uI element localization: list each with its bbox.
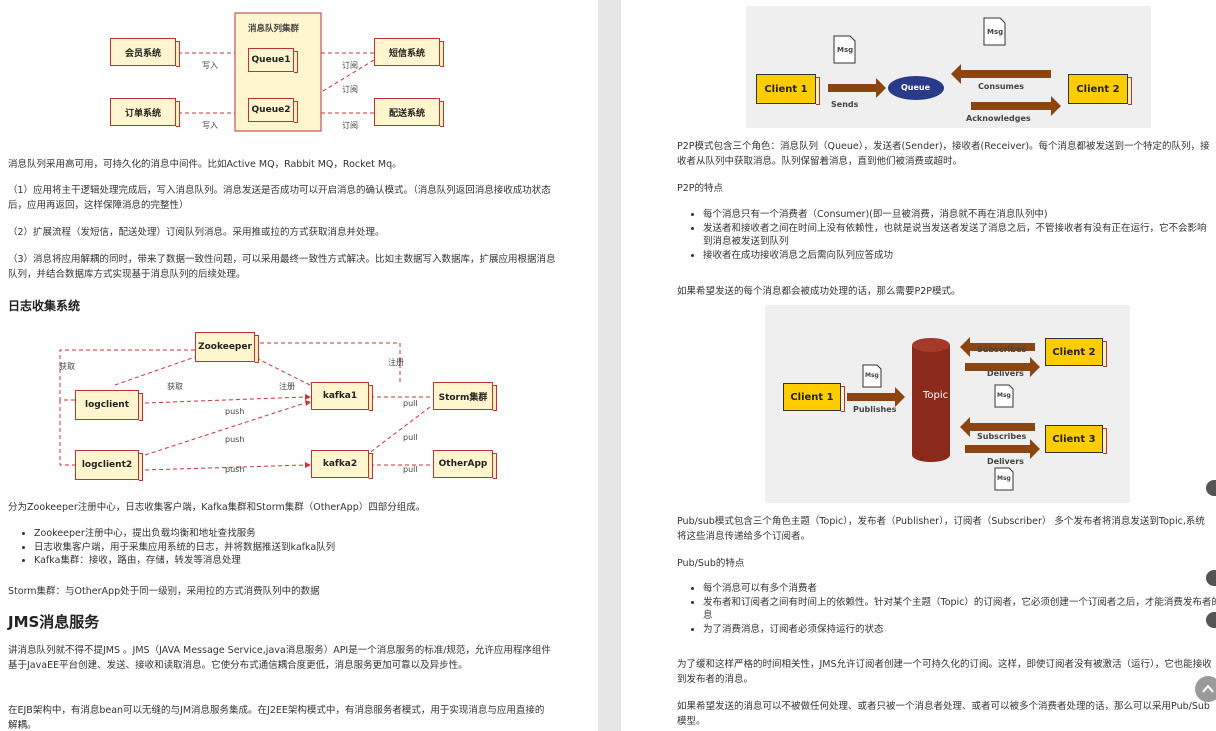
zookeeper-box: Zookeeper <box>195 332 259 363</box>
paragraph: Pub/Sub的特点 <box>677 558 745 569</box>
paragraph: 如果希望发送的每个消息都会被成功处理的话，那么需要P2P模式。 <box>677 286 961 297</box>
logclient-box: logclient <box>75 390 143 421</box>
subscribes-label: Subscribes <box>977 432 1027 441</box>
side-tab[interactable] <box>1206 480 1216 496</box>
list-item: 为了消费消息，订阅者必须保持运行的状态 <box>703 623 1216 637</box>
pull-label: pull <box>403 433 418 442</box>
client1-box: Client 1 <box>783 383 845 412</box>
fetch-label: 获取 <box>59 362 75 371</box>
list-item: 每个消息只有一个消费者（Consumer)(即一旦被消费，消息就不再在消息队列中… <box>703 208 1213 222</box>
component-list: Zookeeper注册中心，提出负载均衡和地址查找服务 日志收集客户端，用于采集… <box>10 527 574 568</box>
p2p-features-list: 每个消息只有一个消费者（Consumer)(即一旦被消费，消息就不再在消息队列中… <box>679 208 1213 262</box>
client2-box: Client 2 <box>1068 74 1132 105</box>
write-label: 写入 <box>202 121 218 130</box>
paragraph: 在EJB架构中，有消息bean可以无缝的与JM消息服务集成。在J2EE架构模式中… <box>8 705 545 731</box>
log-collection-diagram: Zookeeper logclient logclient2 kafka1 ka… <box>55 325 505 490</box>
acknowledges-label: Acknowledges <box>966 114 1031 123</box>
back-to-top-button[interactable] <box>1195 676 1216 702</box>
paragraph: （1）应用将主干逻辑处理完成后，写入消息队列。消息发送是否成功可以开启消息的确认… <box>8 185 551 211</box>
delivers-label: Delivers <box>987 457 1024 466</box>
subscribes-label: Subscribes <box>977 345 1027 354</box>
client2-box: Client 2 <box>1045 338 1107 367</box>
otherapp-box: OtherApp <box>433 450 497 479</box>
sms-system-box: 短信系统 <box>374 38 444 67</box>
queue1-box: Queue1 <box>248 48 298 73</box>
fetch-label: 获取 <box>167 382 183 391</box>
side-tab[interactable] <box>1206 612 1216 628</box>
paragraph: 分为Zookeeper注册中心，日志收集客户端，Kafka集群和Storm集群（… <box>8 502 426 513</box>
pubsub-diagram: Client 1 Client 2 Client 3 Topic Msg Msg… <box>765 305 1130 503</box>
storm-cluster-box: Storm集群 <box>433 382 497 411</box>
section-heading: 日志收集系统 <box>8 299 81 313</box>
paragraph: 讲消息队列就不得不提JMS 。JMS（JAVA Message Service,… <box>8 645 551 671</box>
list-item: 发送者和接收者之间在时间上没有依赖性，也就是说当发送者发送了消息之后，不管接收者… <box>703 222 1213 249</box>
section-heading: JMS消息服务 <box>8 613 100 631</box>
right-page: Client 1 Client 2 Queue Msg Msg Sends Co… <box>621 0 1216 731</box>
queue2-box: Queue2 <box>248 98 298 123</box>
left-page: 消息队列集群 会员系统 订单系统 Queue1 Queue2 短信系统 配送系统… <box>0 0 598 731</box>
logclient2-box: logclient2 <box>75 450 143 481</box>
list-item: 接收者在成功接收消息之后需向队列应答成功 <box>703 249 1213 263</box>
sends-label: Sends <box>831 100 859 109</box>
subscribe-label: 订阅 <box>342 121 358 130</box>
push-label: push <box>225 465 245 474</box>
paragraph: Pub/sub模式包含三个角色主题（Topic），发布者（Publisher），… <box>677 516 1205 542</box>
push-label: push <box>225 407 245 416</box>
order-system-box: 订单系统 <box>110 98 180 127</box>
kafka2-box: kafka2 <box>311 450 373 479</box>
paragraph: P2P模式包含三个角色：消息队列（Queue），发送者(Sender)，接收者(… <box>677 141 1210 167</box>
topic-label: Topic <box>923 390 949 401</box>
push-label: push <box>225 435 245 444</box>
delivers-label: Delivers <box>987 369 1024 378</box>
list-item: Kafka集群：接收，路由，存储，转发等消息处理 <box>34 554 574 568</box>
cluster-title: 消息队列集群 <box>248 24 300 34</box>
write-label: 写入 <box>202 61 218 70</box>
pull-label: pull <box>403 465 418 474</box>
kafka1-box: kafka1 <box>311 382 373 411</box>
paragraph: 消息队列采用高可用，可持久化的消息中间件。比如Active MQ，Rabbit … <box>8 159 402 170</box>
register-label: 注册 <box>388 358 404 367</box>
register-label: 注册 <box>279 382 295 391</box>
paragraph: （3）消息将应用解耦的同时，带来了数据一致性问题，可以采用最终一致性方式解决。比… <box>8 254 556 280</box>
subscribe-label: 订阅 <box>342 61 358 70</box>
client1-box: Client 1 <box>756 74 820 105</box>
member-system-box: 会员系统 <box>110 38 180 67</box>
msg-label: Msg <box>997 475 1011 482</box>
paragraph: （2）扩展流程（发短信，配送处理）订阅队列消息。采用推或拉的方式获取消息并处理。 <box>8 227 385 238</box>
subscribe-label: 订阅 <box>342 85 358 94</box>
paragraph: 为了缓和这样严格的时间相关性，JMS允许订阅者创建一个可持久化的订阅。这样，即使… <box>677 659 1212 685</box>
message-queue-diagram: 消息队列集群 会员系统 订单系统 Queue1 Queue2 短信系统 配送系统… <box>110 10 490 135</box>
side-tab[interactable] <box>1206 570 1216 586</box>
chevron-up-icon <box>1202 684 1214 693</box>
pull-label: pull <box>403 399 418 408</box>
msg-label: Msg <box>837 46 854 54</box>
delivery-system-box: 配送系统 <box>374 98 444 127</box>
client3-box: Client 3 <box>1045 425 1107 454</box>
list-item: 发布者和订阅者之间有时间上的依赖性。针对某个主题（Topic）的订阅者，它必须创… <box>703 596 1216 623</box>
msg-label: Msg <box>987 28 1004 36</box>
consumes-label: Consumes <box>978 82 1025 91</box>
p2p-diagram: Client 1 Client 2 Queue Msg Msg Sends Co… <box>746 6 1151 128</box>
publishes-label: Publishes <box>853 405 897 414</box>
list-item: 日志收集客户端，用于采集应用系统的日志，并将数据推送到kafka队列 <box>34 541 574 555</box>
paragraph: Storm集群：与OtherApp处于同一级别，采用拉的方式消费队列中的数据 <box>8 586 320 597</box>
paragraph: 如果希望发送的消息可以不被做任何处理、或者只被一个消息者处理、或者可以被多个消费… <box>677 701 1210 727</box>
list-item: Zookeeper注册中心，提出负载均衡和地址查找服务 <box>34 527 574 541</box>
list-item: 每个消息可以有多个消费者 <box>703 582 1216 596</box>
queue-label: Queue <box>901 83 931 92</box>
paragraph: P2P的特点 <box>677 183 724 194</box>
msg-label: Msg <box>997 392 1011 399</box>
pubsub-features-list: 每个消息可以有多个消费者 发布者和订阅者之间有时间上的依赖性。针对某个主题（To… <box>679 582 1216 636</box>
msg-label: Msg <box>865 372 879 379</box>
